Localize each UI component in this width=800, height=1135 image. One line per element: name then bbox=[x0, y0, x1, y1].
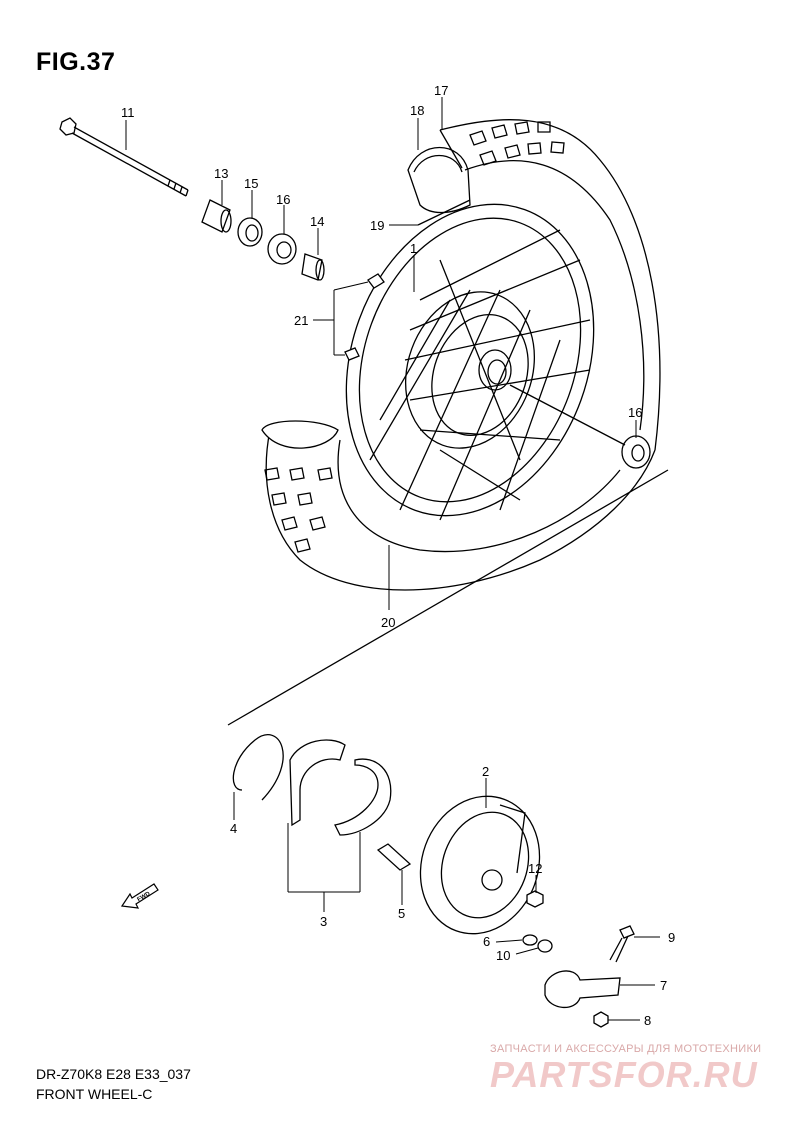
callout-1: 1 bbox=[410, 241, 417, 256]
wheel-rim-part bbox=[345, 203, 595, 521]
washer-part bbox=[522, 934, 538, 946]
callout-11: 11 bbox=[121, 105, 135, 120]
rim-band-part bbox=[407, 147, 471, 214]
bearing-part-lower bbox=[509, 384, 651, 469]
nut-part-8 bbox=[593, 1011, 609, 1028]
callout-10: 10 bbox=[496, 948, 510, 963]
figure-title: FIG.37 bbox=[36, 48, 116, 76]
callout-8: 8 bbox=[644, 1013, 651, 1028]
model-code: DR-Z70K8 E28 E33_037 bbox=[36, 1066, 191, 1082]
callout-2: 2 bbox=[482, 764, 489, 779]
callout-5: 5 bbox=[398, 906, 405, 921]
callout-14: 14 bbox=[310, 214, 324, 229]
axle-bolt-part bbox=[59, 117, 189, 197]
callout-21: 21 bbox=[294, 313, 308, 328]
callout-19: 19 bbox=[370, 218, 384, 233]
o-ring-part bbox=[537, 939, 553, 953]
callout-4: 4 bbox=[230, 821, 237, 836]
callout-16-lower: 16 bbox=[628, 405, 642, 420]
oil-seal-part bbox=[237, 217, 263, 247]
callout-13: 13 bbox=[214, 166, 228, 181]
brake-cam-part bbox=[376, 843, 412, 871]
callout-7: 7 bbox=[660, 978, 667, 993]
tire-part bbox=[261, 119, 661, 591]
brake-shoe-part bbox=[289, 739, 392, 836]
callout-6: 6 bbox=[483, 934, 490, 949]
callout-12: 12 bbox=[528, 861, 542, 876]
nut-part bbox=[526, 890, 544, 908]
brake-panel-part bbox=[419, 795, 541, 935]
callout-15: 15 bbox=[244, 176, 258, 191]
figure-caption: FRONT WHEEL-C bbox=[36, 1086, 153, 1102]
callout-9: 9 bbox=[668, 930, 675, 945]
brake-spring-part bbox=[232, 734, 284, 801]
watermark-logo: PARTSFOR.RU bbox=[490, 1054, 758, 1095]
spacer-part-13 bbox=[201, 199, 232, 233]
watermark-tagline: ЗАПЧАСТИ И АКСЕССУАРЫ ДЛЯ МОТОТЕХНИКИ bbox=[490, 1043, 762, 1055]
callout-3: 3 bbox=[320, 914, 327, 929]
forward-arrow-icon: FWD bbox=[120, 883, 159, 909]
stopper-part bbox=[544, 970, 621, 1009]
screw-part bbox=[344, 273, 385, 361]
callout-18: 18 bbox=[410, 103, 424, 118]
spacer-part-14 bbox=[301, 253, 325, 281]
bolt-part bbox=[609, 925, 635, 963]
callout-17: 17 bbox=[434, 83, 448, 98]
callout-20: 20 bbox=[381, 615, 395, 630]
callout-16-upper: 16 bbox=[276, 192, 290, 207]
bearing-part-upper bbox=[267, 233, 297, 265]
